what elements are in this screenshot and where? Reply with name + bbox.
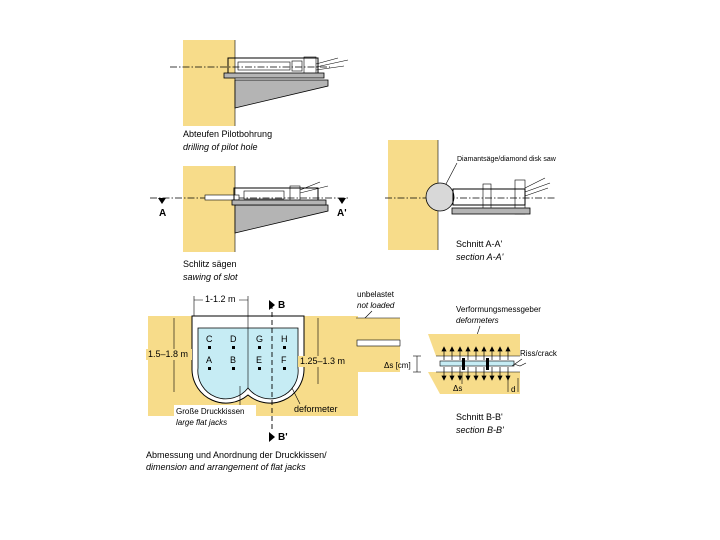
section-mark-b: B (278, 300, 285, 311)
jack-letter: E (256, 355, 262, 365)
deformeter-label-en: deformeters (456, 316, 499, 325)
jack-letter: B (230, 355, 236, 365)
drill-rig (227, 57, 319, 75)
jack-letter: A (206, 355, 212, 365)
sawing-title-de: Schlitz sägen (183, 259, 237, 269)
section-mark-a: A (159, 208, 166, 219)
jack-letter: F (281, 355, 287, 365)
section-arrow-a-prime (338, 198, 346, 204)
panel-slot-sawing: A A' Schlitz sägen sawing of slot (150, 166, 350, 282)
pressurized-jack (439, 360, 515, 367)
delta-s-label: Δs (453, 384, 462, 393)
jack-caption-de: Abmessung und Anordnung der Druckkissen/ (146, 450, 327, 460)
measurement-points: C D G H A B E F (206, 334, 288, 370)
crack-label: Riss/crack (520, 349, 558, 358)
section-a-title-de: Schnitt A-A' (456, 239, 503, 249)
diamond-disk-saw (425, 182, 455, 212)
displacement-label: Δs [cm] (384, 361, 411, 370)
saw-slot (204, 194, 240, 201)
rock-mass (183, 40, 235, 126)
pressure-arrows (441, 346, 511, 381)
section-b-title-de: Schnitt B-B' (456, 412, 503, 422)
jack-letter: C (206, 334, 213, 344)
section-mark-a-prime: A' (337, 208, 347, 219)
jack-caption-en: dimension and arrangement of flat jacks (146, 462, 306, 472)
section-arrow-a (158, 198, 166, 204)
unloaded-label-de: unbelastet (357, 290, 395, 299)
rock-mass (183, 166, 235, 252)
right-height-dimension: 1.25–1.3 m (300, 356, 345, 366)
panel-flat-jacks: 1-1.2 m B B' 1.5–1.8 m 1.25–1.3 m C D G … (146, 294, 358, 472)
rock-upper (428, 334, 520, 356)
panel-pilot-drilling: Abteufen Pilotbohrung drilling of pilot … (170, 40, 349, 152)
d-label: d (511, 385, 515, 394)
saw-label: Diamantsäge/diamond disk saw (457, 156, 557, 163)
section-mark-b-prime: B' (278, 432, 288, 443)
jack-letter: D (230, 334, 237, 344)
width-dimension: 1-1.2 m (205, 294, 236, 304)
unloaded-label-en: not loaded (357, 301, 395, 310)
jack-letter: H (281, 334, 288, 344)
bracket (234, 79, 329, 109)
flat-jack-label-de: Große Druckkissen (176, 407, 244, 416)
panel-section-a: Diamantsäge/diamond disk saw Schnitt A-A… (385, 140, 557, 262)
left-height-dimension: 1.5–1.8 m (148, 349, 188, 359)
deformeter-label-de: Verformungsmessgeber (456, 305, 541, 314)
flat-jack-label-en: large flat jacks (176, 418, 227, 427)
bracket (234, 204, 329, 234)
deformeter-label: deformeter (294, 404, 338, 414)
section-a-title-en: section A-A' (456, 252, 504, 262)
jack-letter: G (256, 334, 263, 344)
pilot-title-de: Abteufen Pilotbohrung (183, 129, 272, 139)
crack-line (513, 362, 527, 367)
panel-section-b: unbelastet not loaded Verformungsmessgeb… (356, 290, 558, 435)
section-b-title-en: section B-B' (456, 425, 504, 435)
rock-lower (428, 372, 520, 394)
sawing-title-en: sawing of slot (183, 272, 238, 282)
pilot-title-en: drilling of pilot hole (183, 142, 258, 152)
